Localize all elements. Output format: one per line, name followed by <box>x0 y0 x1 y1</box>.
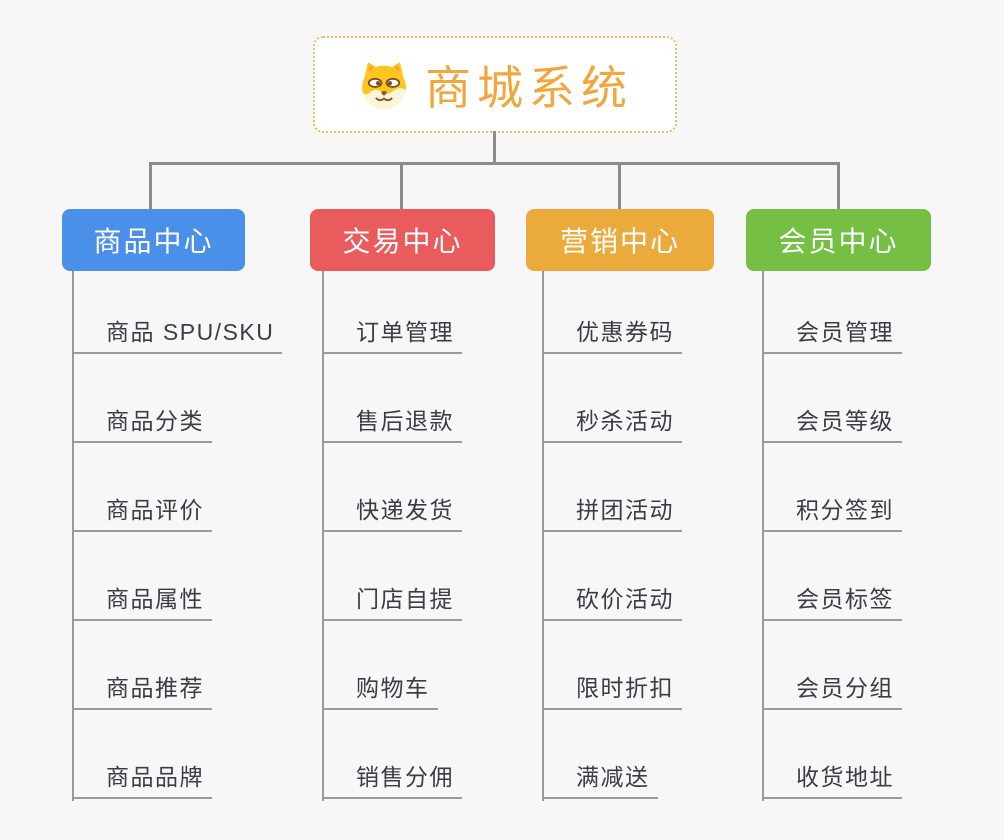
leaf-item[interactable]: 门店自提 <box>322 584 462 621</box>
topic-label: 交易中心 <box>342 226 463 257</box>
leaf-item[interactable]: 会员标签 <box>762 584 902 621</box>
doge-icon <box>362 61 406 109</box>
branch-line-marketing <box>542 271 544 801</box>
root-title: 商城系统 <box>425 61 633 114</box>
topic-member-center[interactable]: 会员中心 <box>746 209 931 271</box>
topic-trade-center[interactable]: 交易中心 <box>310 209 495 271</box>
connector-drop-1 <box>149 162 152 209</box>
leaf-item[interactable]: 会员等级 <box>762 406 902 443</box>
leaf-item[interactable]: 销售分佣 <box>322 762 462 799</box>
leaf-item[interactable]: 商品分类 <box>72 406 212 443</box>
connector-drop-2 <box>400 162 403 209</box>
topic-label: 商品中心 <box>93 226 214 257</box>
leaf-item[interactable]: 商品属性 <box>72 584 212 621</box>
leaf-item[interactable]: 会员管理 <box>762 317 902 354</box>
connector-drop-4 <box>837 162 840 209</box>
leaf-item[interactable]: 拼团活动 <box>542 495 682 532</box>
leaf-item[interactable]: 砍价活动 <box>542 584 682 621</box>
topic-product-center[interactable]: 商品中心 <box>62 209 245 271</box>
topic-label: 营销中心 <box>559 226 680 257</box>
connector-drop-3 <box>618 162 621 209</box>
leaf-item[interactable]: 商品 SPU/SKU <box>72 317 283 354</box>
branch-line-trade <box>322 271 324 801</box>
root-connector-horizontal <box>149 162 840 165</box>
leaf-item[interactable]: 售后退款 <box>322 406 462 443</box>
leaf-item[interactable]: 商品推荐 <box>72 673 212 710</box>
leaf-item[interactable]: 快递发货 <box>322 495 462 532</box>
leaf-item[interactable]: 收货地址 <box>762 762 902 799</box>
leaf-item[interactable]: 商品评价 <box>72 495 212 532</box>
topic-marketing-center[interactable]: 营销中心 <box>526 209 714 271</box>
leaf-item[interactable]: 商品品牌 <box>72 762 212 799</box>
branch-line-member <box>762 271 764 801</box>
leaf-item[interactable]: 满减送 <box>542 762 658 799</box>
leaf-item[interactable]: 积分签到 <box>762 495 902 532</box>
leaf-item[interactable]: 购物车 <box>322 673 438 710</box>
topic-label: 会员中心 <box>778 226 899 257</box>
leaf-item[interactable]: 订单管理 <box>322 317 462 354</box>
leaf-item[interactable]: 秒杀活动 <box>542 406 682 443</box>
root-connector-stub <box>493 131 496 163</box>
leaf-item[interactable]: 优惠券码 <box>542 317 682 354</box>
branch-line-product <box>72 271 74 801</box>
leaf-item[interactable]: 限时折扣 <box>542 673 682 710</box>
root-topic[interactable]: 商城系统 <box>313 36 677 133</box>
leaf-item[interactable]: 会员分组 <box>762 673 902 710</box>
